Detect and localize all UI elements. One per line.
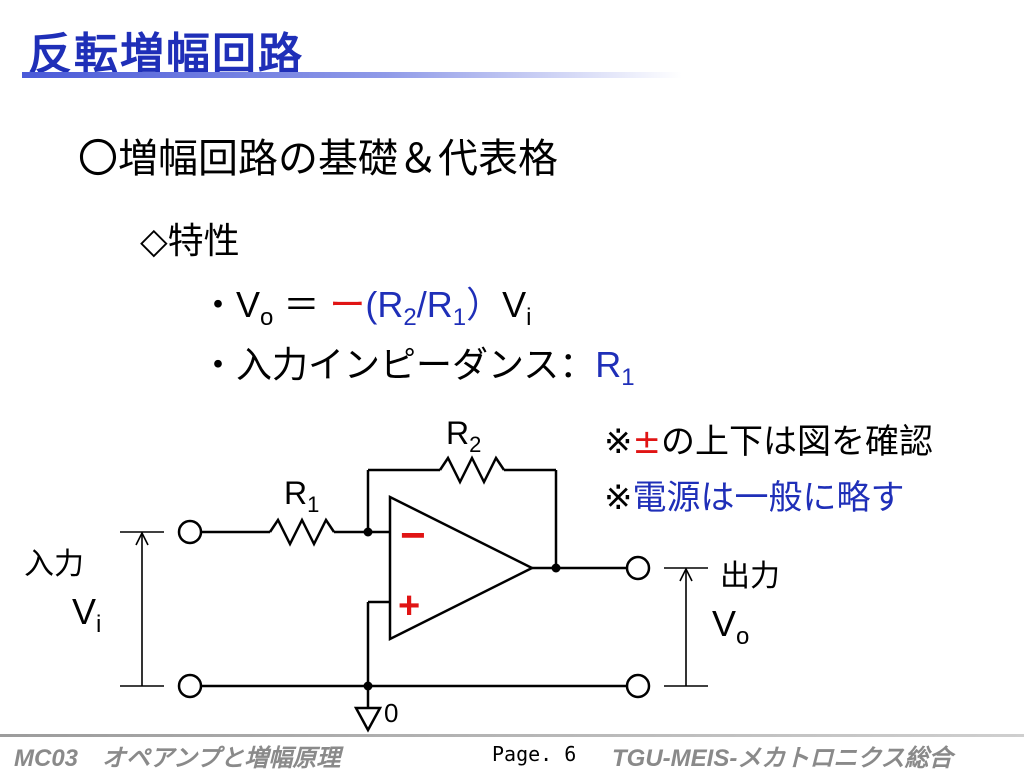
- terminal-output-top: [625, 555, 651, 581]
- note1-plus-minus: ±: [632, 422, 662, 462]
- resistor-r1: [268, 517, 336, 547]
- junction-ground-node: [363, 681, 373, 691]
- impedance-r-sub: 1: [621, 364, 635, 391]
- gain-formula: ・Vo ＝ ー(R2/R1）Vi: [200, 276, 532, 332]
- label-noninverting-input: +: [398, 585, 420, 627]
- resistor-r2: [438, 455, 506, 485]
- note1-mark: ※: [604, 422, 633, 462]
- note-sign: ※±の上下は図を確認: [604, 414, 933, 463]
- impedance-label: ・入力インピーダンス：: [200, 344, 596, 385]
- formula-vi-sub: i: [526, 304, 532, 331]
- formula-r1-sub: 1: [452, 304, 467, 331]
- junction-minus-node: [363, 527, 373, 537]
- title-underline: [22, 72, 682, 78]
- formula-equals: ＝: [273, 284, 330, 325]
- ground-symbol: [353, 706, 383, 733]
- label-vo: Vo: [712, 603, 749, 650]
- footer-divider: [0, 734, 1024, 737]
- junction-output-node: [551, 563, 561, 573]
- formula-r2: (R: [365, 284, 404, 325]
- note2-text: 電源は一般に略す: [632, 478, 905, 518]
- formula-vi: V: [502, 284, 527, 325]
- input-impedance: ・入力インピーダンス：R1: [200, 336, 635, 392]
- formula-minus: ー: [329, 284, 366, 325]
- terminal-input-bottom: [177, 673, 203, 699]
- impedance-r: R: [595, 344, 622, 385]
- label-ground-zero: 0: [384, 698, 398, 728]
- note1-text: の上下は図を確認: [661, 422, 933, 462]
- formula-vo-sub: o: [260, 304, 274, 331]
- label-r2: R2: [446, 415, 481, 457]
- slide-title: 反転増幅回路: [28, 29, 304, 80]
- op-amp-triangle: [388, 494, 535, 642]
- label-input: 入力: [24, 547, 84, 582]
- section-heading: 〇増幅回路の基礎＆代表格: [78, 136, 558, 182]
- label-output: 出力: [720, 559, 780, 594]
- formula-vo: ・V: [200, 284, 261, 325]
- footer-page-number: Page. 6: [492, 742, 577, 766]
- label-r1: R1: [284, 475, 319, 517]
- formula-close: ）: [466, 284, 503, 325]
- subsection-heading: ◇特性: [140, 221, 240, 262]
- label-inverting-input: −: [400, 511, 426, 560]
- label-vi: Vi: [72, 591, 101, 638]
- terminal-output-bottom: [625, 673, 651, 699]
- terminal-input-top: [177, 519, 203, 545]
- formula-r1: /R: [416, 284, 453, 325]
- note2-mark: ※: [604, 478, 633, 518]
- note-power: ※電源は一般に略す: [604, 470, 905, 519]
- formula-r2-sub: 2: [403, 304, 417, 331]
